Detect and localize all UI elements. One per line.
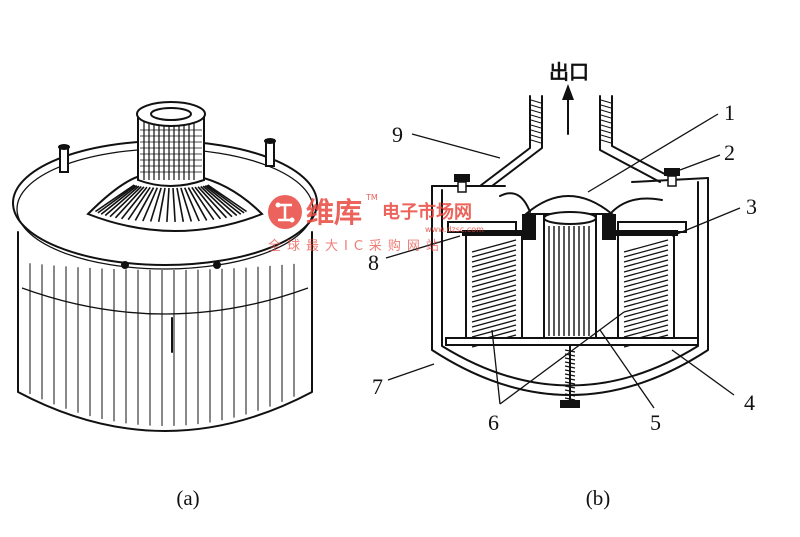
terminal-post-left xyxy=(58,144,70,173)
watermark-tm: TM xyxy=(365,193,378,202)
caption-b: (b) xyxy=(586,486,611,510)
part-label-4: 4 xyxy=(744,390,755,415)
part-label-7: 7 xyxy=(372,374,383,399)
mounting-bolt-right xyxy=(664,168,680,187)
coil-left-cap xyxy=(462,230,526,236)
terminal-post-right xyxy=(264,138,276,167)
part-label-6: 6 xyxy=(488,410,499,435)
leader-lines xyxy=(385,113,741,409)
horn-mouth-inner xyxy=(150,107,192,121)
part-label-9: 9 xyxy=(392,122,403,147)
part-label-2: 2 xyxy=(724,140,735,165)
watermark-brand: 维库 xyxy=(306,196,362,229)
lid-screw-right xyxy=(213,261,221,269)
part-label-3: 3 xyxy=(746,194,757,219)
center-screw-thread xyxy=(564,349,576,401)
horn-left-outer xyxy=(479,95,531,187)
cylinder-band-line xyxy=(21,287,309,315)
horn-left-inner xyxy=(491,95,543,187)
horn-cone-hatching xyxy=(94,184,248,223)
outlet-arrow-head xyxy=(562,84,574,100)
part-label-5: 5 xyxy=(650,410,661,435)
coil-left-winding xyxy=(471,239,517,348)
clamp-ring-left xyxy=(522,214,536,240)
center-screw-nut xyxy=(560,400,580,408)
part-label-8: 8 xyxy=(368,250,379,275)
center-pole-hatching xyxy=(548,226,590,336)
horn-right-outer xyxy=(611,95,677,181)
watermark-tagline: 电子市场网 xyxy=(382,201,472,223)
horn-neck-grille xyxy=(140,122,202,180)
outlet-label: 出口 xyxy=(549,60,589,84)
watermark-logo-icon xyxy=(268,195,302,229)
horn-wall-hatching xyxy=(530,99,612,144)
watermark-subline: 全球最大IC采购网站 xyxy=(268,238,445,254)
part-label-1: 1 xyxy=(724,100,735,125)
diaphragm-dome xyxy=(523,195,615,215)
diaphragm-surround xyxy=(499,192,663,213)
watermark-url: www.dzsc.com xyxy=(425,225,484,234)
center-pole-top xyxy=(543,211,597,225)
coil-right-cap xyxy=(614,230,678,236)
coil-right-winding xyxy=(623,239,669,348)
cylinder-ribs xyxy=(29,263,295,426)
cylinder-body xyxy=(17,231,313,432)
caption-a: (a) xyxy=(176,486,199,510)
base-plate xyxy=(445,337,699,346)
lid-screw-left xyxy=(121,261,129,269)
watermark: 维库 TM 电子市场网 全球最大IC采购网站 www.dzsc.com xyxy=(268,193,484,254)
housing-top-edge xyxy=(431,177,709,187)
figure-b-cross-section: 出口 xyxy=(368,60,757,510)
mounting-bolt-left xyxy=(454,174,470,193)
clamp-ring-right xyxy=(602,214,616,240)
center-pole-piece xyxy=(543,215,597,339)
figure-a-exterior-view: (a) xyxy=(12,101,318,510)
horn-right-inner xyxy=(599,95,661,183)
